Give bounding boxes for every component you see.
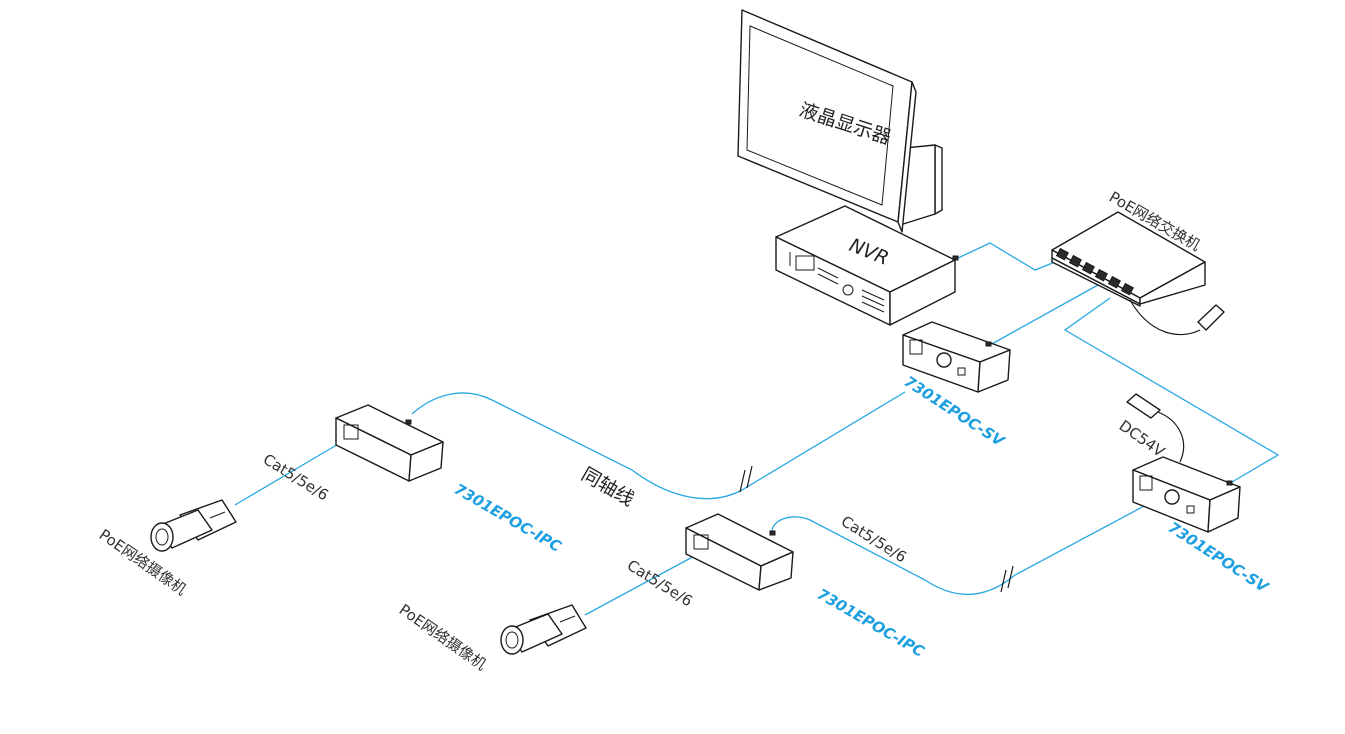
converter-sv-right: DC54V 7301EPOC-SV — [1116, 393, 1273, 597]
cables — [234, 242, 1280, 616]
nvr-unit: NVR — [775, 205, 959, 326]
converter-sv-top: 7301EPOC-SV — [901, 321, 1011, 451]
coax-cable-lower — [771, 503, 1149, 596]
coax-break-marks — [739, 465, 1014, 593]
poe-camera-mid: PoE网络摄像机 — [396, 601, 587, 674]
cable-nvr-to-switch — [957, 242, 1056, 271]
poe-switch: PoE网络交换机 — [1051, 188, 1225, 336]
ipc-label-mid: 7301EPOC-IPC — [814, 585, 927, 661]
lcd-monitor: 液晶显示器 — [737, 9, 943, 233]
cable-switch-to-sv-top — [989, 284, 1099, 346]
cable-label-left: Cat5/5e/6 — [260, 450, 332, 504]
camera-label-mid: PoE网络摄像机 — [396, 601, 490, 674]
cat-cable-left — [234, 439, 346, 506]
cable-label-right: Cat5/5e/6 — [838, 512, 910, 566]
converter-ipc-left: 7301EPOC-IPC — [335, 404, 564, 556]
poe-camera-left: PoE网络摄像机 — [96, 499, 237, 599]
converter-ipc-mid: 7301EPOC-IPC — [685, 513, 927, 661]
cable-switch-to-sv-right — [1063, 297, 1280, 483]
ipc-label-left: 7301EPOC-IPC — [451, 480, 564, 556]
cat-cable-mid — [584, 552, 701, 616]
coax-cable-upper — [411, 391, 906, 500]
dc-label: DC54V — [1116, 417, 1169, 462]
sv-label-right: 7301EPOC-SV — [1165, 518, 1273, 597]
coax-label: 同轴线 — [578, 463, 638, 511]
cable-label-mid: Cat5/5e/6 — [624, 556, 696, 610]
